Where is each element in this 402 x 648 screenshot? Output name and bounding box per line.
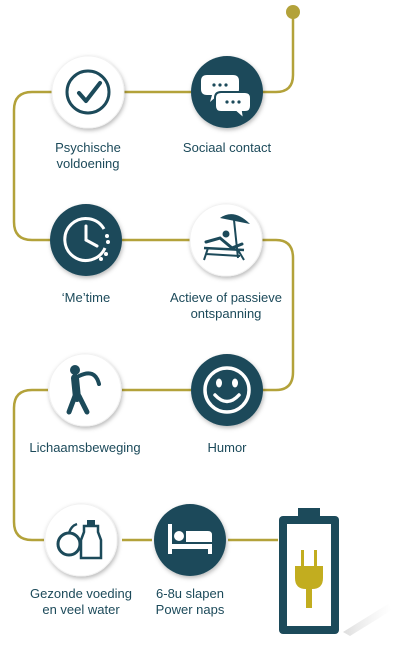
label-sociaal-contact: Sociaal contact xyxy=(182,140,272,155)
step-actieve-of-passieve-ontspanning xyxy=(189,203,263,277)
path-start-dot xyxy=(286,5,300,19)
step-slapen xyxy=(154,504,226,576)
bed-icon xyxy=(168,524,212,554)
step-me-time xyxy=(50,204,122,276)
winding-path xyxy=(12,12,295,542)
step-lichaamsbeweging xyxy=(48,353,122,427)
label-psychische-voldoening: Psychische voldoening xyxy=(55,140,121,171)
label-actieve-of-passieve-ontspanning: Actieve of passieve ontspanning xyxy=(169,290,283,321)
clock-icon xyxy=(63,216,110,262)
step-sociaal-contact xyxy=(191,56,263,128)
battery-plug-icon xyxy=(279,508,339,634)
chat-bubbles-icon xyxy=(201,75,252,122)
apple-bottle-icon xyxy=(56,520,103,560)
checkmark-icon xyxy=(65,69,111,115)
label-lichaamsbeweging: Lichaamsbeweging xyxy=(29,440,141,455)
smiley-icon xyxy=(203,366,251,414)
label-me-time: ‘Me’time xyxy=(61,290,111,305)
label-gezonde-voeding: Gezonde voeding en veel water xyxy=(30,586,132,617)
label-humor: Humor xyxy=(207,440,247,455)
step-gezonde-voeding xyxy=(44,503,118,577)
battery-reflection xyxy=(343,604,392,636)
label-slapen: 6-8u slapen Power naps xyxy=(155,586,225,617)
deck-chair-icon xyxy=(203,214,250,261)
step-psychische-voldoening xyxy=(51,55,125,129)
stretching-person-icon xyxy=(66,365,101,415)
step-humor xyxy=(191,354,263,426)
